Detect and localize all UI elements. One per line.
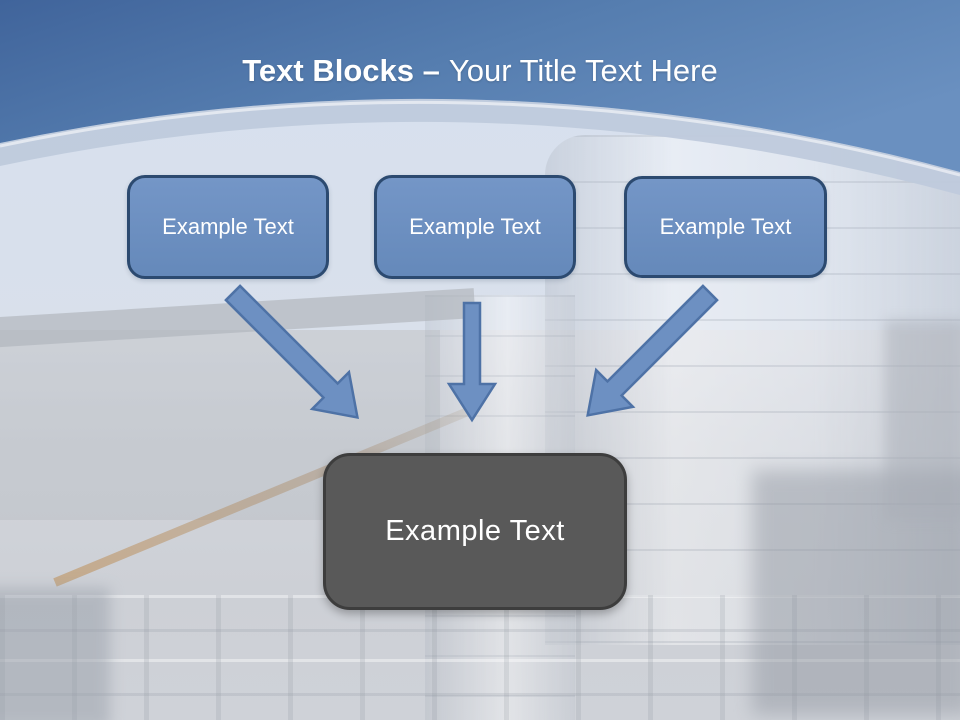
photo-fence [0, 595, 960, 720]
slide-title-bold: Text Blocks – [242, 53, 440, 88]
result-block-label: Example Text [385, 515, 565, 547]
text-block-1: Example Text [127, 175, 329, 279]
text-block-3: Example Text [624, 176, 827, 278]
text-block-2-label: Example Text [409, 214, 541, 239]
slide-title-regular: Your Title Text Here [448, 53, 718, 88]
slide-title: Text Blocks –Your Title Text Here [0, 50, 960, 92]
text-block-2: Example Text [374, 175, 576, 279]
photo-shadow-right [885, 320, 960, 520]
photo-shadow-bottom-left [0, 588, 110, 720]
text-block-1-label: Example Text [162, 214, 294, 239]
header-curve [0, 0, 960, 195]
text-block-3-label: Example Text [659, 214, 792, 239]
result-block: Example Text [323, 453, 627, 610]
